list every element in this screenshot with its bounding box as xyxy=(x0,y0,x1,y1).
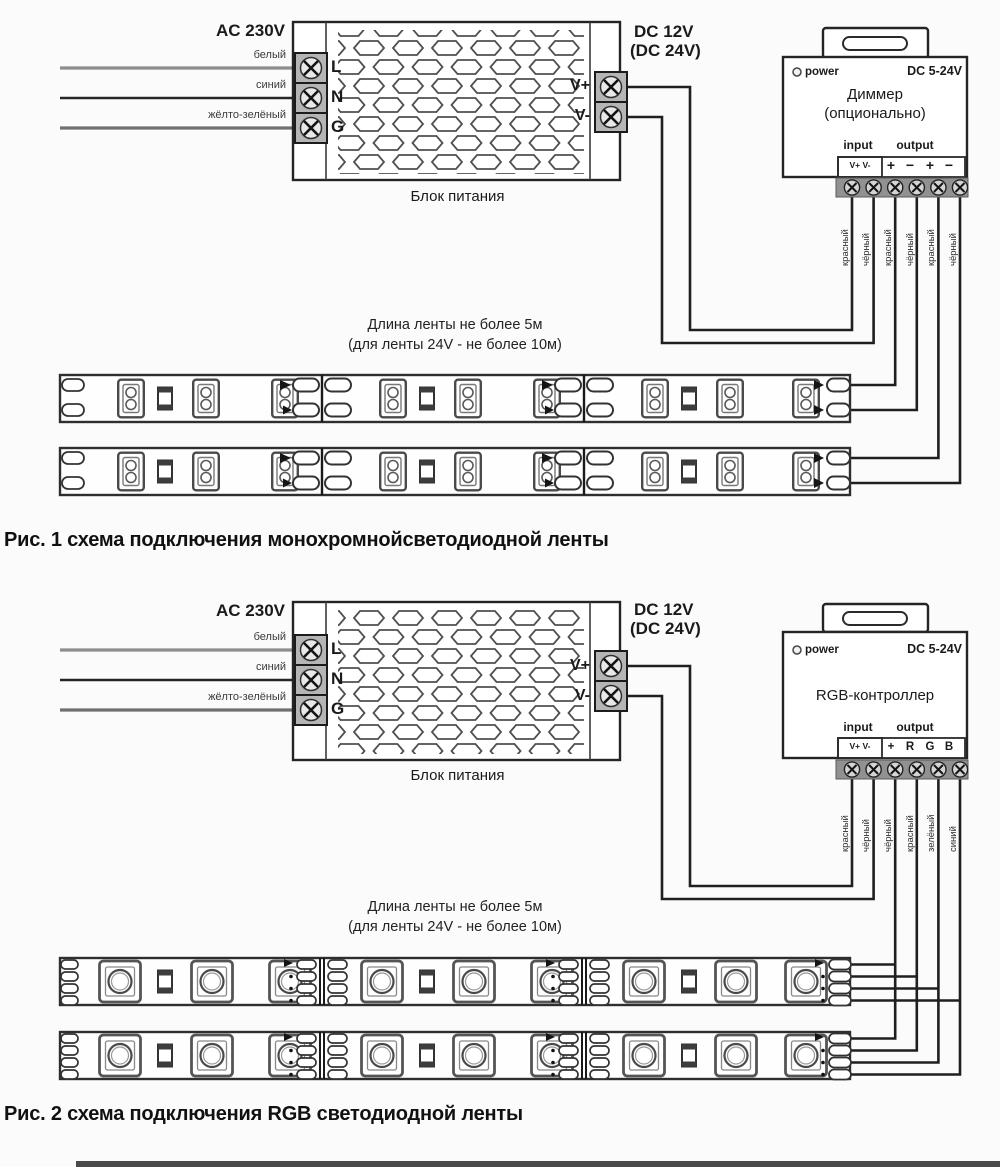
fig2-wirecolor-5: зелёный xyxy=(926,814,937,852)
fig1-terminal-G: G xyxy=(331,117,345,136)
fig2-linework xyxy=(58,600,969,1081)
fig1-output-terminal-3: + xyxy=(925,157,935,173)
fig2-output-terminal-b: B xyxy=(944,741,954,753)
fig1-input-terminals: V+ V- xyxy=(849,160,871,170)
fig1-wirecolor-3: красный xyxy=(883,229,894,266)
fig1-strip-note-line2: (для ленты 24V - не более 10м) xyxy=(348,337,562,353)
fig2-wirecolor-4: красный xyxy=(905,815,916,852)
fig2-output-terminal-plus: + xyxy=(887,741,895,753)
fig1-output-terminal-4: − xyxy=(944,157,954,173)
fig1-wire-white-label: белый xyxy=(253,49,286,61)
fig2-terminal-N: N xyxy=(331,669,344,688)
fig1-wirecolor-1: красный xyxy=(840,229,851,266)
fig2-wirecolor-3: чёрный xyxy=(883,819,894,852)
fig1-wirecolor-4: чёрный xyxy=(905,233,916,266)
fig1-dc-voltage-line1: DC 12V xyxy=(634,22,694,41)
fig2-wire-yellowgreen-label: жёлто-зелёный xyxy=(208,691,286,703)
fig1-terminal-N: N xyxy=(331,87,344,106)
fig1-ac-voltage-label: AC 230V xyxy=(216,21,285,40)
fig1-terminal-vminus: V- xyxy=(574,107,590,124)
fig2-wirecolor-2: чёрный xyxy=(861,819,872,852)
bottom-divider xyxy=(76,1161,1000,1167)
fig1-strip-note-line1: Длина ленты не более 5м xyxy=(367,317,543,333)
fig2-controller-voltage: DC 5-24V xyxy=(907,642,962,656)
fig1-controller-name-line2: (опционально) xyxy=(824,105,926,122)
fig1-wire-blue-label: синий xyxy=(255,79,286,91)
fig2-wirecolor-1: красный xyxy=(840,815,851,852)
fig2-power-led-label: power xyxy=(805,644,839,656)
fig2-wire-blue-label: синий xyxy=(255,661,286,673)
fig2-terminal-L: L xyxy=(331,639,342,658)
fig1-psu-name: Блок питания xyxy=(410,188,505,205)
fig1-output-label: output xyxy=(896,138,934,152)
fig2-strip-note-line1: Длина ленты не более 5м xyxy=(367,899,543,915)
fig2-terminal-G: G xyxy=(331,699,345,718)
fig2-output-terminal-r: R xyxy=(905,741,915,753)
fig1-terminal-L: L xyxy=(331,57,342,76)
fig1-output-terminal-1: + xyxy=(886,157,896,173)
fig1-linework xyxy=(58,20,969,497)
fig1-output-terminal-2: − xyxy=(905,157,915,173)
fig2-controller-name: RGB-контроллер xyxy=(815,687,935,704)
fig1-controller-voltage: DC 5-24V xyxy=(907,64,962,78)
fig1-wirecolor-5: красный xyxy=(926,229,937,266)
fig2-wire-white-label: белый xyxy=(253,631,286,643)
fig1-caption: Рис. 1 схема подключения монохромнойсвет… xyxy=(4,529,609,551)
fig2-output-terminal-g: G xyxy=(925,741,935,753)
fig1-wirecolor-2: чёрный xyxy=(861,233,872,266)
fig1-input-label: input xyxy=(843,138,873,152)
fig2-terminal-vplus: V+ xyxy=(569,657,590,674)
fig2-dc-voltage-line2: (DC 24V) xyxy=(630,619,701,638)
fig2-dc-voltage-line1: DC 12V xyxy=(634,600,694,619)
fig1-terminal-vplus: V+ xyxy=(569,77,590,94)
fig2-strip-note-line2: (для ленты 24V - не более 10м) xyxy=(348,919,562,935)
fig2-terminal-vminus: V- xyxy=(574,687,590,704)
fig1-controller-name-line1: Диммер xyxy=(847,86,903,103)
fig2-input-terminals: V+ V- xyxy=(849,741,871,751)
fig2-wirecolor-6: синий xyxy=(948,826,959,852)
fig1-wirecolor-6: чёрный xyxy=(948,233,959,266)
fig2-caption: Рис. 2 схема подключения RGB светодиодно… xyxy=(4,1103,523,1125)
fig1-dc-voltage-line2: (DC 24V) xyxy=(630,41,701,60)
fig2-ac-voltage-label: AC 230V xyxy=(216,601,285,620)
fig1-power-led-label: power xyxy=(805,66,839,78)
fig2-psu-name: Блок питания xyxy=(410,767,505,784)
fig2-input-label: input xyxy=(843,720,873,734)
fig1-wire-yellowgreen-label: жёлто-зелёный xyxy=(208,109,286,121)
fig2-output-label: output xyxy=(896,720,934,734)
